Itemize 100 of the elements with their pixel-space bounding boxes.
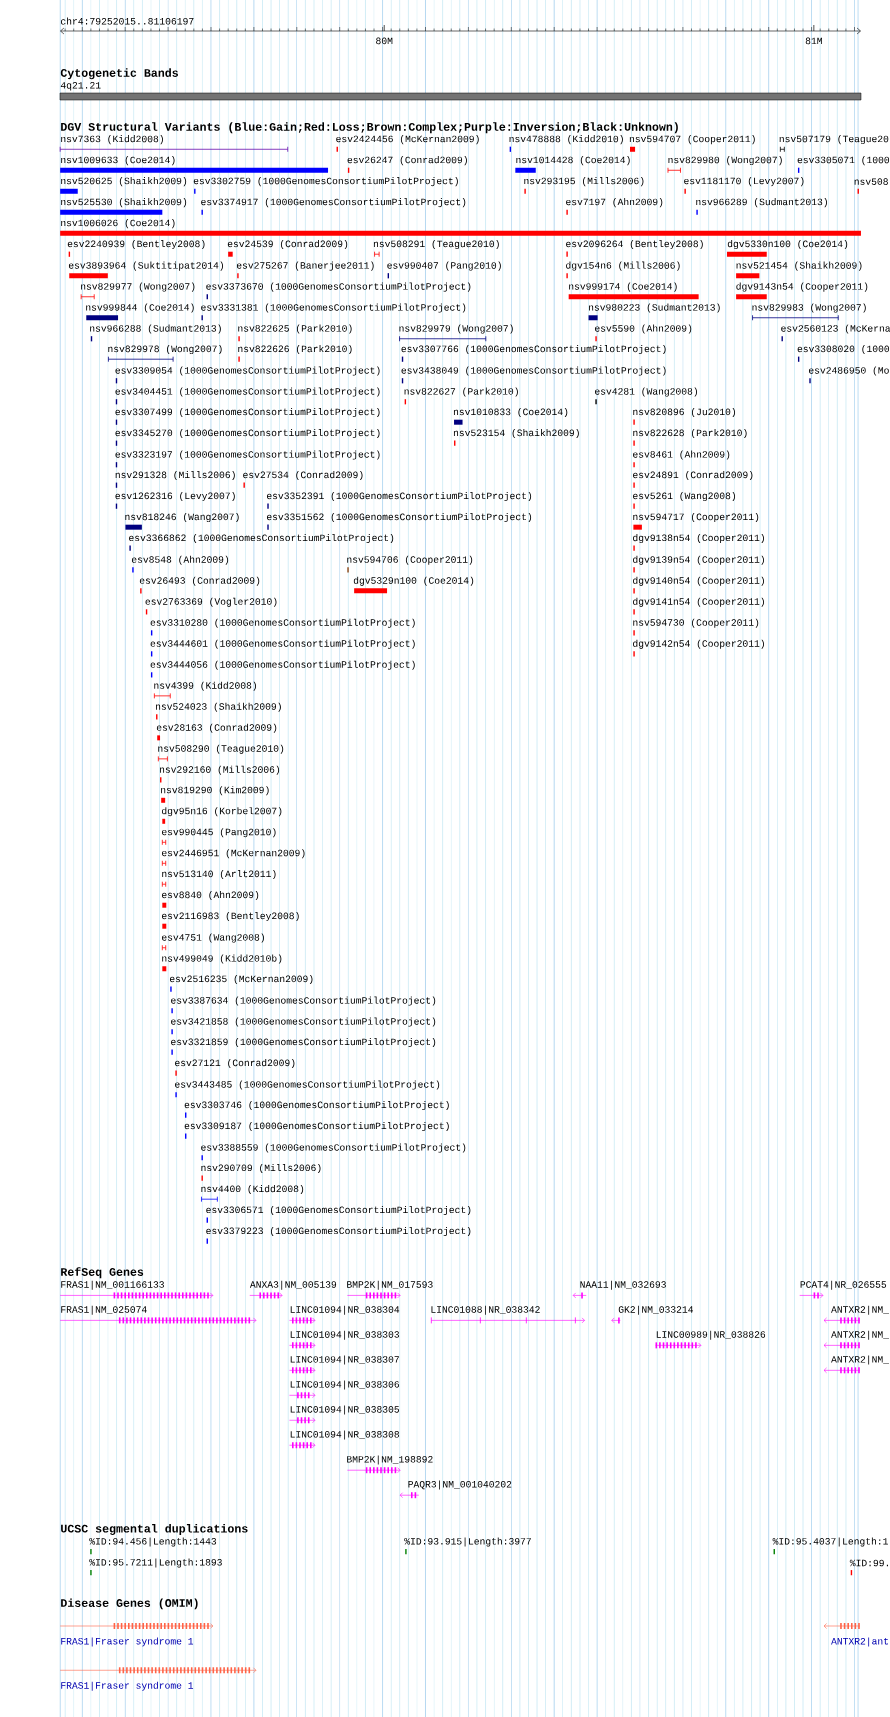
feature-label: esv3374917 (1000GenomesConsortiumPilotProject) <box>201 198 466 208</box>
feature-label: esv3307499 (1000GenomesConsortiumPilotProject) <box>115 408 380 418</box>
feature-label: esv27534 (Conrad2009) <box>243 471 363 481</box>
feature-label: LINC01094|NR_038304 <box>290 1305 400 1315</box>
feature-label: nsv966288 (Sudmant2013) <box>90 324 221 334</box>
feature-label: nsv508291 (Teague2010) <box>373 240 499 250</box>
feature-label: esv3345270 (1000GenomesConsortiumPilotProject) <box>115 429 380 439</box>
feature-label: nsv999844 (Coe2014) <box>86 303 194 313</box>
feature-label: LINC00989|NR_038826 <box>656 1330 766 1340</box>
feature-label: esv3404451 (1000GenomesConsortiumPilotProject) <box>115 387 380 397</box>
feature-label: dgv9140n54 (Cooper2011) <box>633 576 764 586</box>
feature-label: BMP2K|NM_017593 <box>347 1280 433 1290</box>
feature-label: nsv820896 (Ju2010) <box>633 408 736 418</box>
feature-label: %ID:93.915|Length:3977 <box>404 1537 531 1547</box>
feature-label: nsv822625 (Park2010) <box>238 324 352 334</box>
feature-label: GK2|NM_033214 <box>618 1305 694 1315</box>
feature-label: dgv9142n54 (Cooper2011) <box>633 639 764 649</box>
feature-label: nsv520625 (Shaikh2009) <box>61 177 187 187</box>
feature-label: dgv9143n54 (Cooper2011) <box>736 282 868 292</box>
feature-label: dgv5330n100 (Coe2014) <box>727 240 848 250</box>
track-title: Cytogenetic Bands <box>60 68 178 80</box>
feature-label: PCAT4|NR_026555 <box>800 1280 887 1290</box>
feature-label: nsv966289 (Sudmant2013) <box>696 198 827 208</box>
feature-label: esv26493 (Conrad2009) <box>139 576 260 586</box>
feature-label: esv2763369 (Vogler2010) <box>145 597 277 607</box>
feature-label: esv1262316 (Levy2007) <box>115 492 235 502</box>
feature-label: esv28163 (Conrad2009) <box>156 723 277 733</box>
feature-label: nsv829983 (Wong2007) <box>752 303 866 313</box>
feature-label: nsv508290 (Teague2010) <box>158 744 284 754</box>
feature-label: nsv7363 (Kidd2008) <box>61 135 163 145</box>
feature-label: esv3444056 (1000GenomesConsortiumPilotProject) <box>150 660 415 670</box>
feature-label: nsv594706 (Cooper2011) <box>347 555 473 565</box>
feature-label: nsv980223 (Sudmant2013) <box>589 303 720 313</box>
feature-label: nsv818246 (Wang2007) <box>125 513 239 523</box>
feature-label: esv2424456 (McKernan2009) <box>336 135 479 145</box>
feature-label: nsv525530 (Shaikh2009) <box>61 198 187 208</box>
feature-label: esv3373670 (1000GenomesConsortiumPilotProject) <box>206 282 471 292</box>
feature-label: esv3443485 (1000GenomesConsortiumPilotProject) <box>175 1080 440 1090</box>
feature-label: esv8461 (Ahn2009) <box>633 450 730 460</box>
feature-label: nsv508 <box>854 178 888 185</box>
feature-label: nsv594717 (Cooper2011) <box>633 513 759 523</box>
feature-label: esv3438049 (1000GenomesConsortiumPilotProject) <box>401 366 666 376</box>
feature-label: esv990445 (Pang2010) <box>162 828 276 838</box>
feature-label: LINC01094|NR_038308 <box>290 1430 399 1440</box>
feature-label: esv2486950 (Mo <box>809 366 889 376</box>
feature-label: esv24539 (Conrad2009) <box>227 240 348 250</box>
feature-label: esv3308020 (1000 <box>797 345 890 355</box>
feature-label: nsv829980 (Wong2007) <box>668 156 782 166</box>
feature-label: esv3323197 (1000GenomesConsortiumPilotProject) <box>115 450 380 460</box>
feature-label: esv3351562 (1000GenomesConsortiumPilotProject) <box>267 513 532 523</box>
feature-label: esv3331381 (1000GenomesConsortiumPilotProject) <box>201 303 466 313</box>
feature-label: esv26247 (Conrad2009) <box>347 156 467 166</box>
axis-label: 81M <box>805 37 822 45</box>
feature-label: nsv4399 (Kidd2008) <box>154 681 257 691</box>
feature-label: esv2240939 (Bentley2008) <box>67 240 205 250</box>
feature-label: esv3303746 (1000GenomesConsortiumPilotProject) <box>184 1101 449 1111</box>
feature-label: esv24891 (Conrad2009) <box>633 471 753 481</box>
feature-label: %ID:95.4037|Length:1 <box>772 1537 888 1547</box>
feature-label: esv3421858 (1000GenomesConsortiumPilotProject) <box>171 1017 436 1027</box>
feature-label: nsv829977 (Wong2007) <box>81 282 195 292</box>
feature-label: nsv819290 (Kim2009) <box>161 786 269 796</box>
axis-label: 80M <box>376 37 393 45</box>
feature-label: ANTXR2|NM_ <box>831 1355 889 1365</box>
feature-label: esv1181170 (Levy2007) <box>684 177 804 187</box>
feature-label: esv3307766 (1000GenomesConsortiumPilotProject) <box>401 345 666 355</box>
feature-label: esv2516235 (McKernan2009) <box>169 975 313 985</box>
feature-label: ANTXR2|NM_ <box>831 1305 889 1315</box>
track-title: UCSC segmental duplications <box>61 1524 248 1535</box>
feature-label: esv3893964 (Suktitipat2014) <box>68 261 223 271</box>
feature-label: nsv822628 (Park2010) <box>633 429 747 439</box>
feature-label: nsv521454 (Shaikh2009) <box>736 261 862 271</box>
feature-label: esv8840 (Ahn2009) <box>162 891 259 901</box>
feature-label: LINC01094|NR_038305 <box>290 1405 400 1415</box>
feature-label: dgv9141n54 (Cooper2011) <box>633 597 764 607</box>
feature-label: ANXA3|NM_005139 <box>249 1280 337 1290</box>
feature-label: nsv513140 (Arlt2011) <box>162 870 276 880</box>
feature-label: nsv829978 (Wong2007) <box>108 345 222 355</box>
feature-label: LINC01094|NR_038307 <box>290 1355 399 1365</box>
feature-label: nsv822627 (Park2010) <box>404 387 518 397</box>
feature-label: nsv499049 (Kidd2010b) <box>162 954 282 964</box>
feature-label: dgv154n6 (Mills2006) <box>566 261 680 271</box>
feature-label: nsv594730 (Cooper2011) <box>633 618 759 628</box>
feature-label: NAA11|NM_032693 <box>580 1280 666 1290</box>
feature-label: esv4281 (Wang2008) <box>595 387 697 397</box>
feature-label: nsv507179 (Teague20 <box>779 135 889 145</box>
feature-label: nsv1006026 (Coe2014) <box>61 219 175 229</box>
track-title: Disease Genes (OMIM) <box>61 1598 198 1610</box>
feature-label: esv2116983 (Bentley2008) <box>162 912 299 922</box>
feature-label: esv27121 (Conrad2009) <box>175 1059 295 1069</box>
disease-gene-label: ANTXR2|ant <box>831 1637 888 1647</box>
feature-label: nsv1010833 (Coe2014) <box>453 408 568 418</box>
track-title: RefSeq Genes <box>61 1267 144 1279</box>
disease-gene-label: FRAS1|Fraser syndrome 1 <box>61 1681 194 1691</box>
feature-label: LINC01094|NR_038303 <box>290 1330 400 1340</box>
feature-label: nsv524023 (Shaikh2009) <box>156 702 281 712</box>
feature-label: dgv5329n100 (Coe2014) <box>353 576 474 586</box>
feature-label: nsv822626 (Park2010) <box>238 345 352 355</box>
feature-label: esv3387634 (1000GenomesConsortiumPilotProject) <box>171 996 436 1006</box>
feature-label: esv3305071 (1000 <box>797 156 890 166</box>
feature-label: nsv1009633 (Coe2014) <box>61 156 175 166</box>
